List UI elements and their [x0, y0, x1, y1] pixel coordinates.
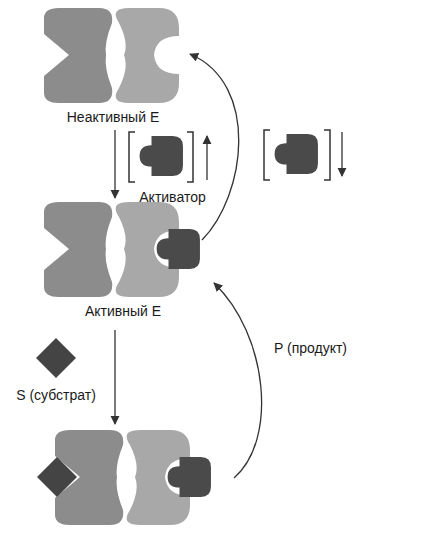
- node-label: Активный E: [83, 303, 163, 320]
- product-curve: [214, 283, 262, 478]
- inactive-enzyme-shape: [38, 6, 188, 116]
- reaction-arrow: [190, 54, 239, 240]
- activator-bracket-right: [264, 130, 342, 180]
- node-label: S (субстрат): [14, 387, 98, 404]
- activator: Активатор: [125, 130, 220, 208]
- reaction-arrow: [114, 330, 115, 424]
- inactive-enzyme: Неактивный E: [38, 6, 188, 128]
- substrate: S (субстрат): [10, 336, 102, 406]
- product-label: P (продукт): [272, 340, 349, 357]
- reaction-arrow: [114, 130, 115, 198]
- active-enzyme: Активный E: [38, 200, 208, 322]
- node-label: Неактивный E: [65, 109, 161, 126]
- active-enzyme-shape: [38, 200, 208, 310]
- enzyme-substrate-complex: [37, 430, 211, 525]
